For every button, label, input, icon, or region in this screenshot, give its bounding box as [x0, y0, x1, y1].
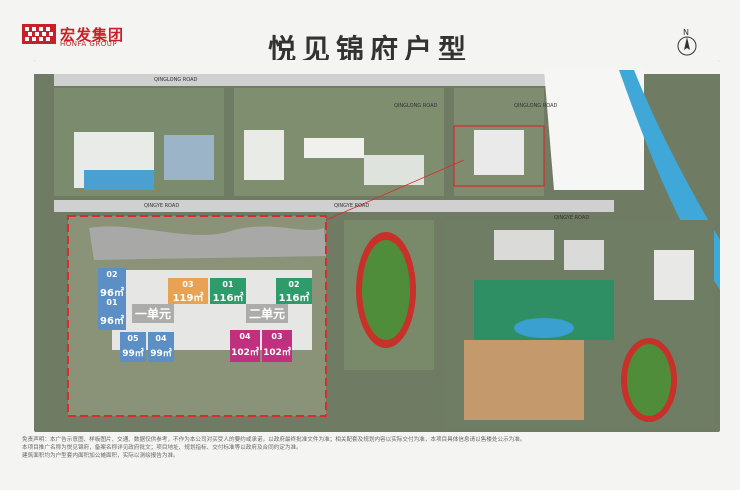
honfa-logo-icon [22, 24, 56, 44]
unit-01-left[interactable]: 01 96㎡ [98, 296, 126, 330]
unit-03-right[interactable]: 03 102㎡ [262, 330, 292, 362]
road-label-top-left: QINGLONG ROAD [154, 77, 198, 83]
road-label-top-mid: QINGLONG ROAD [394, 103, 438, 109]
brand-name-cn: 宏发集团 [60, 26, 125, 44]
unit-area: 116㎡ [278, 293, 310, 304]
unit-number: 01 [106, 298, 118, 307]
unit-04-left[interactable]: 04 99㎡ [148, 332, 174, 362]
unit-area: 102㎡ [263, 348, 291, 358]
unit-number: 02 [288, 280, 300, 289]
unit-03[interactable]: 03 119㎡ [168, 278, 208, 304]
road-label-mid-center: QINGYE ROAD [334, 203, 370, 209]
compass-label: N [683, 28, 689, 37]
unit-area: 102㎡ [231, 348, 259, 358]
unit-block-2-label: 二单元 [246, 304, 289, 323]
unit-05[interactable]: 05 99㎡ [120, 332, 146, 362]
brand-logo: 宏发集团 HONFA GROUP [22, 24, 172, 50]
unit-number: 02 [106, 270, 118, 279]
unit-area: 99㎡ [150, 349, 172, 359]
unit-01-mid[interactable]: 01 116㎡ [210, 278, 246, 304]
unit-number: 05 [127, 334, 139, 343]
site-plan-map: QINGLONG ROAD QINGLONG ROAD QINGLONG ROA… [34, 60, 720, 432]
unit-block-1-label: 一单元 [132, 304, 175, 323]
unit-02-right[interactable]: 02 116㎡ [276, 278, 312, 304]
unit-number: 04 [155, 334, 167, 343]
brand-name-en: HONFA GROUP [60, 40, 118, 48]
disclaimer-line: 建筑面积均为户型套内面积加公摊面积，实际以测绘报告为准。 [22, 453, 179, 459]
unit-number: 04 [239, 332, 251, 341]
north-compass: N [676, 28, 698, 64]
unit-area: 116㎡ [212, 293, 244, 304]
unit-area: 96㎡ [100, 316, 124, 327]
disclaimer-line: 免责声明：本广告示意图、样板图片、交通、数据仅供参考，不作为本公司对买受人的要约… [22, 437, 526, 443]
compass-icon [677, 36, 697, 56]
road-label-top-right: QINGLONG ROAD [514, 103, 558, 109]
unit-area: 96㎡ [100, 288, 124, 299]
disclaimer-text: 免责声明：本广告示意图、样板图片、交通、数据仅供参考，不作为本公司对买受人的要约… [22, 436, 722, 488]
unit-04-right[interactable]: 04 102㎡ [230, 330, 260, 362]
road-label-mid-right: QINGYE ROAD [554, 215, 590, 221]
site-plan-graphic [34, 60, 720, 432]
unit-area: 99㎡ [122, 349, 144, 359]
disclaimer-line: 本项目推广名称为悦见锦府，备案名称详见政府批文；项目地址、规划指标、交付标准等以… [22, 445, 302, 451]
unit-area: 119㎡ [172, 293, 204, 304]
unit-number: 03 [182, 280, 194, 289]
unit-number: 03 [271, 332, 283, 341]
road-label-mid-left: QINGYE ROAD [144, 203, 180, 209]
unit-number: 01 [222, 280, 234, 289]
